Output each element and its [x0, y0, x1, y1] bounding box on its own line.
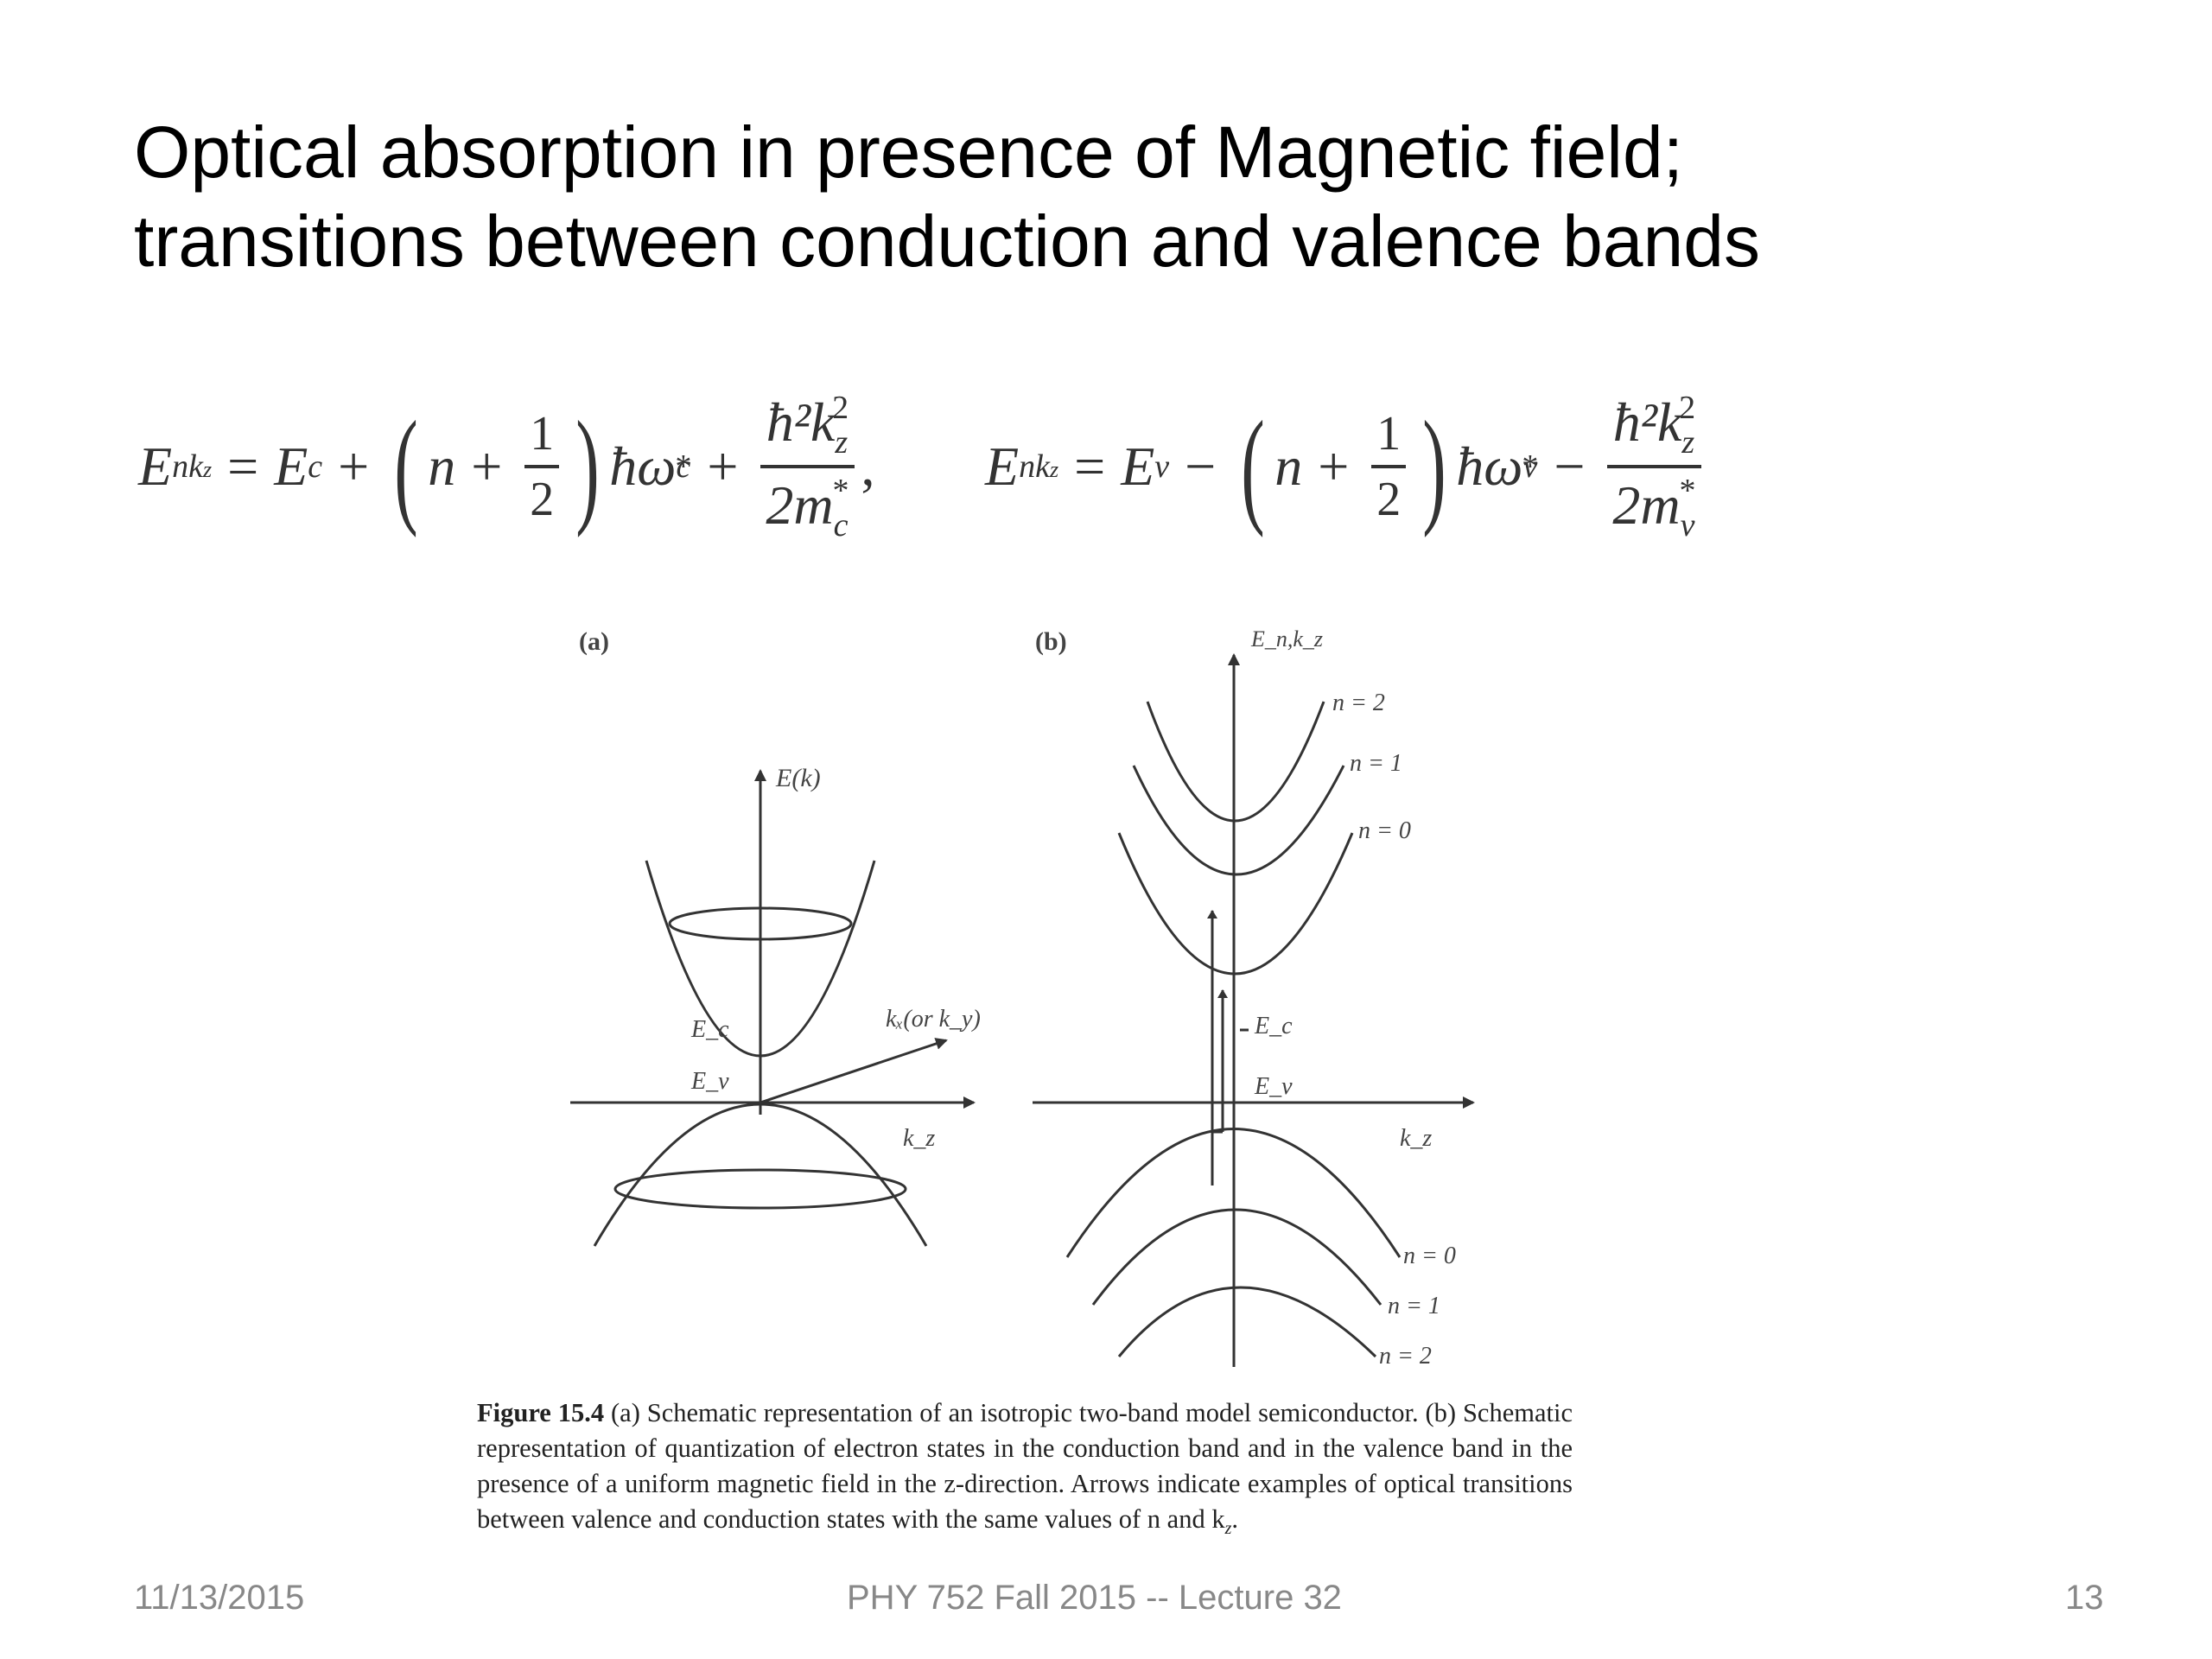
eq-c-lhs-sub: nk [172, 448, 203, 485]
figure-caption: Figure 15.4 (a) Schematic representation… [477, 1395, 1573, 1547]
panel-b-ev-label: E_v [1254, 1073, 1293, 1100]
eq-c-op2: + [707, 435, 739, 497]
eq-c-kin-den-sub: c [833, 507, 849, 543]
eq-v-kin-num-sup: 2 [1679, 390, 1696, 426]
eq-c-lhs: E [138, 435, 173, 497]
eq-v-half-num: 1 [1376, 407, 1402, 461]
eq-v-op2: − [1554, 435, 1586, 497]
panel-b-cond-level-1 [1132, 765, 1345, 876]
panel-b-ec-label: E_c [1254, 1013, 1293, 1039]
slide-title-line-2: transitions between conduction and valen… [134, 200, 1760, 282]
eq-c-omega-star: * [675, 448, 692, 485]
panel-b-val-level-2 [1117, 1286, 1377, 1358]
eq-v-lhs-sub: nk [1019, 448, 1050, 485]
eq-c-paren-close: ) [575, 395, 601, 538]
eq-v-paren-open: ( [1241, 395, 1265, 538]
panel-b-cond-level-2 [1146, 701, 1325, 823]
eq-c-kin-num: ħ²k [766, 391, 836, 453]
panel-b-cond-level-0 [1117, 832, 1354, 976]
panel-a-ec-label: E_c [690, 1016, 729, 1043]
eq-c-hbar-omega: ħω [609, 435, 677, 497]
panel-a-valence-band [593, 1103, 928, 1247]
eq-v-ev-sub: v [1154, 448, 1170, 485]
panel-a-kz-label: k_z [903, 1125, 935, 1152]
panel-b-val-level-1 [1091, 1208, 1382, 1306]
panel-b-cond-level-0-label: n = 0 [1358, 817, 1411, 844]
slide-title-line-1: Optical absorption in presence of Magnet… [134, 111, 1683, 193]
eq-c-lhs-subsub: z [202, 457, 213, 482]
eq-c-paren-open: ( [394, 395, 418, 538]
band-diagram-figure: (a) E(k) kₓ(or k_y) k_z E_c E_v (b) E_n,… [553, 613, 1521, 1374]
panel-a-conduction-ellipse [668, 906, 853, 941]
eq-v-lhs-subsub: z [1049, 457, 1059, 482]
footer-course: PHY 752 Fall 2015 -- Lecture 32 [847, 1579, 1342, 1617]
eq-v-kin-num-sub: z [1681, 424, 1695, 461]
eq-v-lhs: E [985, 435, 1020, 497]
eq-c-half-den: 2 [524, 465, 560, 527]
figure-caption-text: (a) Schematic representation of an isotr… [477, 1398, 1573, 1534]
eq-c-op1: + [338, 435, 370, 497]
panel-b-cond-level-1-label: n = 1 [1350, 750, 1402, 777]
panel-b-kz-label: k_z [1400, 1125, 1432, 1152]
eq-c-equals: = [227, 435, 259, 497]
eq-v-omega-star: * [1522, 448, 1539, 485]
band-diagram-svg: (a) E(k) kₓ(or k_y) k_z E_c E_v (b) E_n,… [570, 626, 1475, 1370]
eq-v-kin-den-sub: v [1680, 507, 1695, 543]
panel-b-val-level-2-label: n = 2 [1379, 1343, 1432, 1370]
eq-v-kin-num: ħ²k [1612, 391, 1682, 453]
eq-c-kin-den: 2m [766, 474, 834, 536]
eq-v-equals: = [1074, 435, 1106, 497]
panel-a-kx-axis [760, 1038, 948, 1104]
slide-title: Optical absorption in presence of Magnet… [134, 108, 2035, 286]
panel-a-ev-label: E_v [690, 1068, 729, 1095]
eq-v-paren-close: ) [1422, 395, 1447, 538]
eq-v-kin-den: 2m [1612, 474, 1681, 536]
panel-b-val-level-1-label: n = 1 [1388, 1293, 1440, 1319]
figure-caption-sub: z [1224, 1519, 1232, 1539]
panel-a-energy-label: E(k) [775, 764, 821, 792]
eq-c-kin-num-sup: 2 [832, 390, 849, 426]
eq-v-op1: − [1185, 435, 1217, 497]
eq-v-hbar-omega: ħω [1456, 435, 1523, 497]
eq-c-ec: E [274, 435, 308, 497]
eq-c-omega-sub: c [676, 448, 691, 485]
panel-a-valence-ellipse [613, 1168, 907, 1210]
eq-c-half-num: 1 [530, 407, 555, 461]
eq-c-n: n [428, 435, 456, 497]
panel-a-conduction-band [645, 860, 876, 1058]
eq-v-kin-den-star: * [1679, 473, 1696, 509]
eq-v-half-den: 2 [1371, 465, 1407, 527]
eq-v-omega-sub: v [1522, 448, 1538, 485]
figure-caption-label: Figure 15.4 [477, 1398, 605, 1427]
eq-c-kin-den-star: * [832, 473, 849, 509]
eq-v-kinetic: ħ²kz2 2mv* [1607, 389, 1701, 544]
eq-c-ec-sub: c [308, 448, 323, 485]
eq-v-ev: E [1121, 435, 1155, 497]
panel-b-cond-level-2-label: n = 2 [1332, 690, 1385, 716]
panel-b-val-level-0-label: n = 0 [1403, 1243, 1456, 1269]
panel-b-energy-label: E_n,k_z [1250, 626, 1323, 652]
figure-caption-end: . [1231, 1504, 1238, 1534]
footer-date: 11/13/2015 [134, 1579, 305, 1617]
panel-a-label: (a) [579, 627, 609, 656]
eq-c-kin-num-sub: z [835, 424, 849, 461]
footer-page-number: 13 [2065, 1579, 2104, 1617]
eq-c-comma: , [861, 435, 875, 497]
eq-v-n: n [1274, 435, 1303, 497]
panel-a-kx-label: kₓ(or k_y) [886, 1006, 981, 1033]
panel-b-val-level-0 [1065, 1128, 1402, 1258]
panel-b-label: (b) [1035, 627, 1067, 656]
eq-c-kinetic: ħ²kz2 2mc* [760, 389, 855, 544]
